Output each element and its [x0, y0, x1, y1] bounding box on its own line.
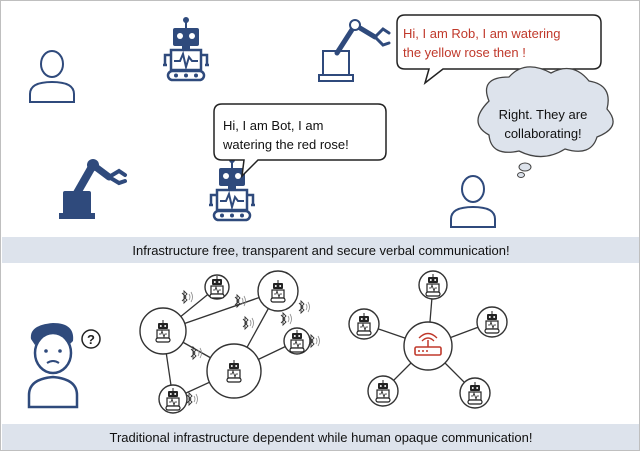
robot-arm-icon-top	[319, 20, 389, 81]
rob-speech-line: the yellow rose then !	[403, 45, 526, 60]
bluetooth-icon	[181, 290, 193, 304]
robot-arm-icon-left	[59, 159, 125, 219]
bot-speech-line: Hi, I am Bot, I am	[223, 118, 324, 133]
bluetooth-icon	[280, 312, 292, 326]
bluetooth-icon	[298, 300, 310, 314]
banner-top: Infrastructure free, transparent and sec…	[2, 237, 639, 263]
confused-person-icon: ?	[27, 323, 101, 409]
banner-top-text: Infrastructure free, transparent and sec…	[132, 242, 510, 258]
bluetooth-icon	[242, 316, 254, 330]
bluetooth-icon	[190, 346, 202, 360]
person-icon-top-left	[29, 50, 75, 103]
question-mark: ?	[87, 332, 95, 347]
banner-bottom: Traditional infrastructure dependent whi…	[2, 424, 639, 450]
bluetooth-icon	[234, 294, 246, 308]
person-icon-right	[450, 175, 496, 228]
thought-line: collaborating!	[504, 126, 582, 141]
bot-speech-text: Hi, I am Bot, I am watering the red rose…	[223, 116, 388, 154]
rob-speech-line: Hi, I am Rob, I am watering	[403, 26, 561, 41]
robot-icon-top	[161, 15, 211, 82]
router-icon	[414, 332, 442, 356]
thought-line: Right. They are	[498, 107, 588, 122]
bluetooth-icon	[308, 334, 320, 348]
bot-speech-bubble	[213, 103, 387, 179]
rob-speech-text: Hi, I am Rob, I am watering the yellow r…	[403, 24, 589, 62]
rob-speech-bubble	[396, 14, 602, 86]
bot-speech-line: watering the red rose!	[223, 137, 349, 152]
thought-cloud	[477, 66, 614, 158]
bluetooth-icon	[186, 392, 198, 406]
thought-text: Right. They are collaborating!	[485, 105, 601, 143]
banner-bottom-text: Traditional infrastructure dependent whi…	[109, 430, 533, 445]
